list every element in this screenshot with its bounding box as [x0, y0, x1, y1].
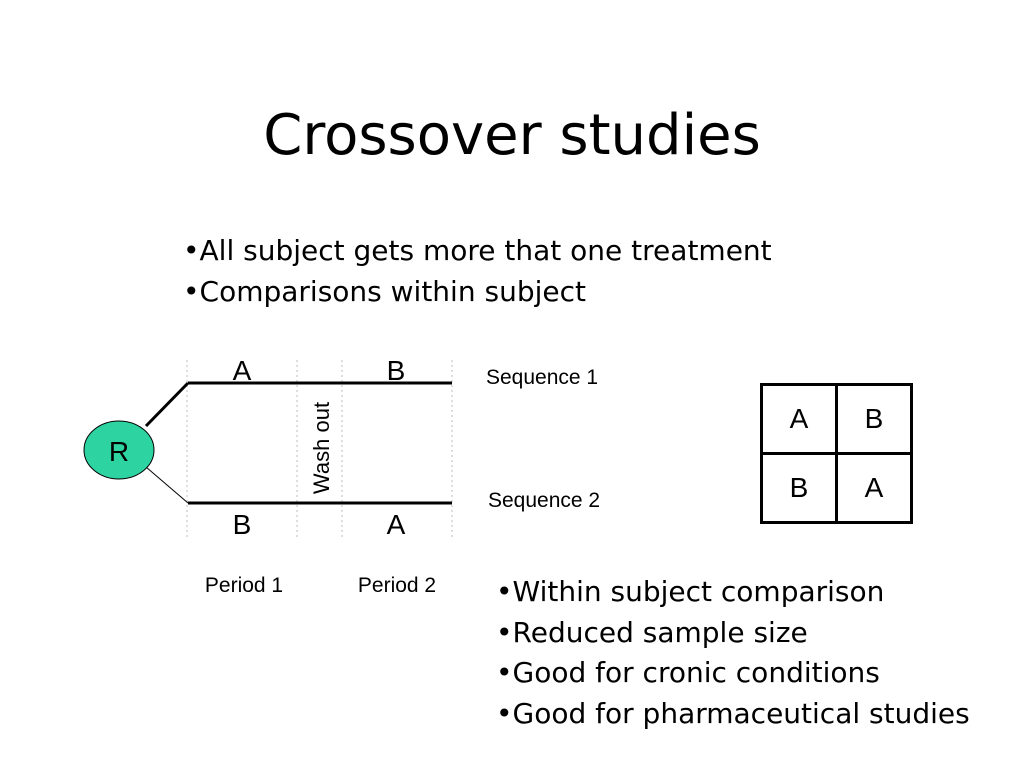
slide-title: Crossover studies [263, 103, 761, 168]
bullet-list-top: •All subject gets more that one treatmen… [183, 230, 772, 312]
grid-cell: A [835, 452, 913, 524]
branch-sequence-1 [144, 381, 190, 428]
branch-sequence-2 [145, 466, 189, 504]
sequence-2-period-1-treatment: B [233, 509, 252, 540]
sequence-2-period-2-treatment: A [387, 509, 406, 540]
bullet-item: •Reduced sample size [496, 615, 808, 649]
randomization-label: R [109, 436, 129, 467]
period-2-label: Period 2 [358, 574, 436, 597]
bullet-item: •All subject gets more that one treatmen… [183, 234, 772, 267]
washout-label: Wash out [309, 402, 334, 494]
grid-row: A B [760, 383, 913, 455]
bullet-item: •Good for pharmaceutical studies [496, 696, 970, 730]
bullet-item: •Within subject comparison [496, 575, 885, 608]
randomization-node [83, 420, 155, 480]
sequence-1-period-1-treatment: A [233, 355, 252, 386]
bullet-item: •Good for cronic conditions [496, 656, 880, 689]
grid-cell: A [760, 383, 838, 455]
grid-cell: B [835, 383, 913, 455]
grid-cell: B [760, 452, 838, 524]
sequence-1-period-2-treatment: B [387, 355, 406, 386]
period-1-label: Period 1 [205, 574, 283, 597]
crossover-grid: A B B A [760, 383, 913, 524]
bullet-list-bottom: •Within subject comparison •Reduced samp… [496, 572, 970, 734]
bullet-item: •Comparisons within subject [183, 275, 586, 308]
grid-row: B A [760, 452, 913, 524]
sequence-1-label: Sequence 1 [486, 366, 598, 389]
sequence-2-label: Sequence 2 [488, 489, 600, 512]
